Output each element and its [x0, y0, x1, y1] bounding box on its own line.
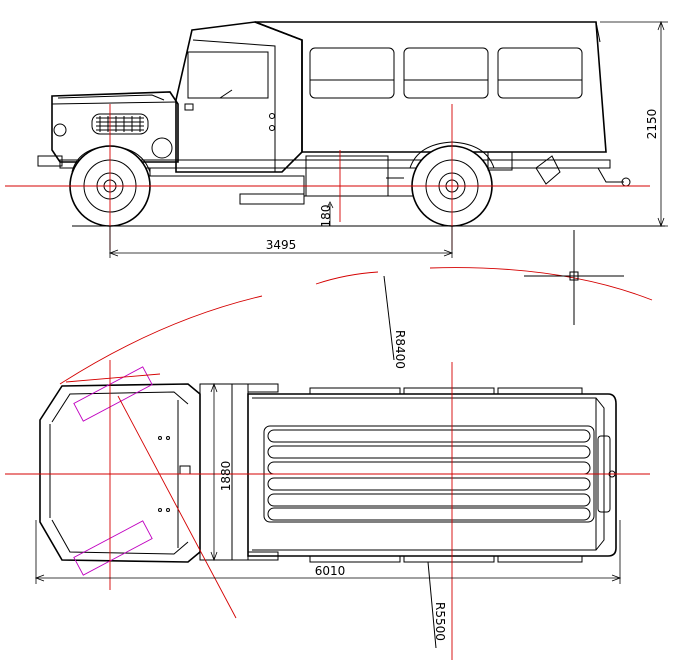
turning-geometry: R8400 [59, 230, 653, 385]
spare-wheel [151, 137, 173, 159]
rear-body-top [247, 393, 617, 557]
outer-radius-label: R8400 [393, 330, 407, 369]
fuel-tank [305, 155, 389, 197]
grille-vent [91, 113, 149, 135]
cab-window [187, 51, 269, 99]
top-view: 1880 6010 R5500 [5, 360, 650, 660]
front-right-wheel-top [73, 520, 153, 576]
side-window-2 [403, 47, 489, 99]
door-handle [184, 103, 194, 111]
length-dimension: 6010 [315, 564, 346, 578]
r5500-leader [427, 561, 437, 649]
outer-turning-arc-left [59, 295, 263, 385]
width-dimension: 1880 [219, 461, 233, 492]
headlight [53, 123, 67, 137]
front-left-wheel-top [73, 366, 153, 422]
outer-turning-arc-right [429, 267, 653, 301]
side-view: 2150 180 3495 [5, 20, 668, 258]
front-cab-top [39, 383, 201, 563]
wheelbase-dimension: 3495 [266, 238, 297, 252]
ground-clearance-dimension: 180 [319, 205, 333, 228]
front-bumper [37, 155, 63, 167]
height-dimension: 2150 [645, 109, 659, 140]
tow-hitch [535, 155, 561, 185]
turning-ray [117, 395, 237, 619]
side-window-3 [497, 47, 583, 99]
side-step [239, 193, 305, 205]
rear-body [254, 21, 607, 153]
inner-radius-label: R5500 [433, 602, 447, 641]
r8400-leader [383, 275, 395, 361]
side-window-1 [309, 47, 395, 99]
cab [175, 21, 303, 173]
hood [51, 91, 179, 163]
outer-turning-arc-mid [315, 271, 379, 285]
